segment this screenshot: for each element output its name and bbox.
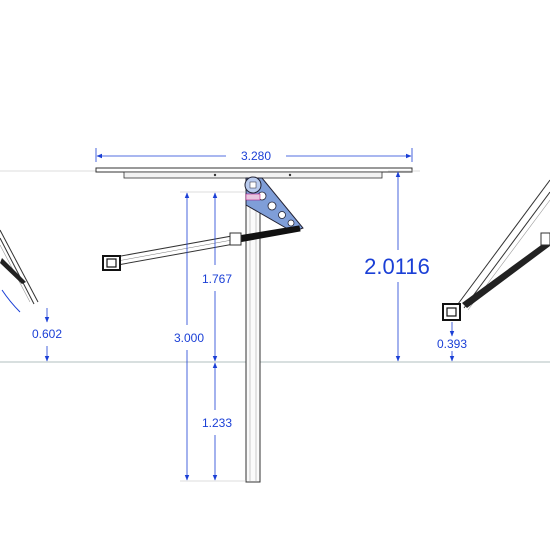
dim-total-pole: 3.000 xyxy=(174,331,204,345)
dim-height-above-ground: 2.0116 xyxy=(364,254,430,279)
dim-right-clearance: 0.393 xyxy=(437,337,467,351)
panel-frame xyxy=(95,167,413,173)
actuator-motor xyxy=(102,255,121,271)
center-assembly xyxy=(95,167,413,483)
right-actuator-motor xyxy=(442,303,461,321)
dim-lower-pole: 1.233 xyxy=(202,416,232,430)
dim-overall-width: 3.280 xyxy=(241,149,271,163)
dim-left-clearance: 0.602 xyxy=(32,327,62,341)
left-assembly xyxy=(0,229,39,313)
dim-upper-pole: 1.767 xyxy=(202,272,232,286)
right-assembly xyxy=(442,179,550,321)
actuator-mount xyxy=(229,232,242,246)
pole xyxy=(245,181,261,483)
right-actuator xyxy=(462,240,550,308)
